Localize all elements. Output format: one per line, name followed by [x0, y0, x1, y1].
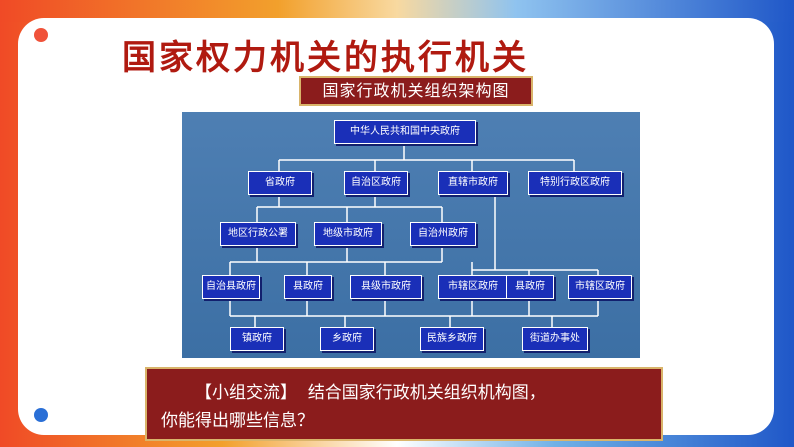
node-sar: 特别行政区政府	[528, 171, 622, 195]
discussion-line-1: 【小组交流】 结合国家行政机关组织机构图，	[161, 379, 647, 407]
node-prefecture-city: 地级市政府	[314, 222, 382, 246]
node-ethnic-township: 民族乡政府	[420, 327, 484, 351]
node-municipality: 直辖市政府	[438, 171, 508, 195]
node-province: 省政府	[248, 171, 312, 195]
node-autonomous-region: 自治区政府	[344, 171, 408, 195]
decor-dot-red	[34, 28, 48, 42]
discussion-question-part2: 你能得出哪些信息？	[161, 411, 314, 431]
node-city-district-2: 市辖区政府	[568, 275, 632, 299]
node-autonomous-county: 自治县政府	[202, 275, 260, 299]
node-township: 乡政府	[320, 327, 374, 351]
node-county: 县政府	[284, 275, 332, 299]
node-county-city: 县级市政府	[350, 275, 422, 299]
org-chart: 中华人民共和国中央政府 省政府 自治区政府 直辖市政府 特别行政区政府 地区行政…	[182, 112, 640, 358]
decor-dot-blue	[34, 408, 48, 422]
node-autonomous-prefecture: 自治州政府	[410, 222, 476, 246]
page-title: 国家权力机关的执行机关	[122, 38, 529, 78]
diagram-caption: 国家行政机关组织架构图	[299, 76, 533, 106]
node-central-government: 中华人民共和国中央政府	[334, 120, 476, 144]
node-subdistrict-office: 街道办事处	[522, 327, 588, 351]
discussion-prompt: 【小组交流】 结合国家行政机关组织机构图， 你能得出哪些信息？	[145, 367, 663, 441]
node-city-district: 市辖区政府	[438, 275, 508, 299]
node-prefecture: 地区行政公署	[220, 222, 296, 246]
node-town: 镇政府	[230, 327, 284, 351]
discussion-tag: 【小组交流】	[195, 383, 297, 403]
slide-top-bar	[0, 0, 794, 22]
org-chart-connectors	[229, 142, 599, 327]
node-county-2: 县政府	[506, 275, 554, 299]
discussion-question-part1: 结合国家行政机关组织机构图，	[307, 383, 546, 403]
